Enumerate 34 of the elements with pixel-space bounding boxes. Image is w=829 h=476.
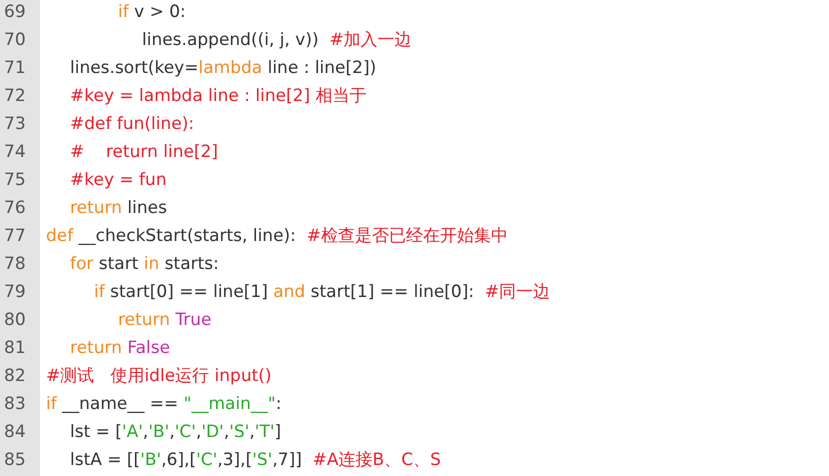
line-number: 74 bbox=[4, 141, 26, 164]
code-line: #def fun(line): bbox=[70, 113, 194, 136]
line-number: 78 bbox=[4, 253, 26, 276]
code-line: #key = fun bbox=[70, 169, 167, 192]
code-line: if v > 0: bbox=[118, 1, 186, 24]
line-number: 69 bbox=[4, 1, 26, 24]
line-number: 76 bbox=[4, 197, 26, 220]
line-number: 71 bbox=[4, 57, 26, 80]
code-line: return True bbox=[118, 309, 212, 332]
line-number: 75 bbox=[4, 169, 26, 192]
line-number: 79 bbox=[4, 281, 26, 304]
code-line: #测试 使用idle运行 input() bbox=[46, 365, 272, 388]
line-number: 77 bbox=[4, 225, 26, 248]
line-number: 82 bbox=[4, 365, 26, 388]
line-number: 84 bbox=[4, 421, 26, 444]
code-line: return lines bbox=[70, 197, 167, 220]
code-line: lst = ['A','B','C','D','S','T'] bbox=[70, 421, 282, 444]
code-line: lstA = [['B',6],['C',3],['S',7]] #A连接B、C、S bbox=[70, 449, 441, 472]
code-line: return False bbox=[70, 337, 170, 360]
code-line: if __name__ == "__main__": bbox=[46, 393, 282, 416]
code-line: if start[0] == line[1] and start[1] == line[0]: #同一边 bbox=[94, 281, 550, 304]
code-line: for start in starts: bbox=[70, 253, 219, 276]
line-number: 80 bbox=[4, 309, 26, 332]
code-line: lines.append((i, j, v)) #加入一边 bbox=[142, 29, 412, 52]
line-number: 81 bbox=[4, 337, 26, 360]
line-number: 72 bbox=[4, 85, 26, 108]
line-number: 83 bbox=[4, 393, 26, 416]
line-number: 70 bbox=[4, 29, 26, 52]
code-line: lines.sort(key=lambda line : line[2]) bbox=[70, 57, 376, 80]
line-number: 85 bbox=[4, 449, 26, 472]
code-line: #key = lambda line : line[2] 相当于 bbox=[70, 85, 367, 108]
line-number: 73 bbox=[4, 113, 26, 136]
code-line: def __checkStart(starts, line): #检查是否已经在开始集中 bbox=[46, 225, 508, 248]
code-line: # return line[2] bbox=[70, 141, 218, 164]
